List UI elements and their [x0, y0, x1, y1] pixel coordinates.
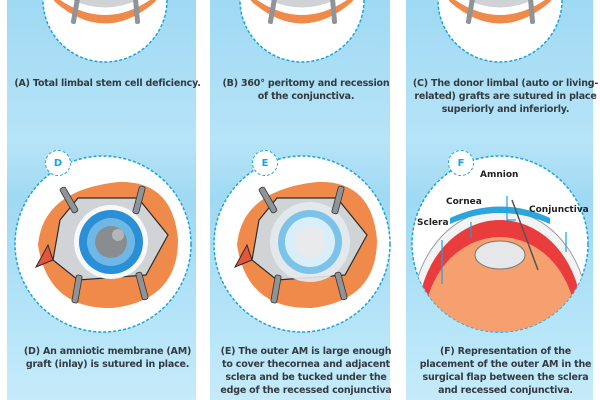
panel-e-speculum-br: [334, 271, 348, 301]
panel-f-label-amnion: Amnion: [480, 170, 519, 180]
panel-a-speculum-right: [133, 0, 141, 24]
panel-a-illustration: [42, 0, 168, 63]
panel-d-badge: D: [45, 150, 71, 176]
panel-e-illustration: [213, 155, 391, 333]
panel-f-amnion-layer: [450, 206, 550, 224]
panel-c-speculum-left: [465, 0, 475, 24]
panel-b-sclera: [269, 0, 335, 8]
panel-e-speculum-tr: [331, 185, 345, 215]
panel-b-caption: (B) 360° peritomy and recession of the c…: [222, 78, 390, 102]
panel-f-label-sclera: Sclera: [417, 218, 449, 228]
panel-f-badge: F: [448, 150, 474, 176]
panel-a-caption: (A) Total limbal stem cell deficiency.: [14, 78, 201, 89]
panel-e-caruncle: [233, 243, 253, 268]
panel-d-illustration: [14, 155, 192, 333]
panel-f-amnion-arrow: [506, 196, 516, 221]
panel-d-highlight: [112, 229, 124, 241]
panel-a-speculum-left: [70, 0, 80, 24]
panel-d-speculum-tl: [59, 186, 79, 214]
panel-d-caption: (D) An amniotic membrane (AM) graft (inl…: [23, 346, 192, 370]
panel-c-eyelid: [448, 0, 552, 24]
panel-b-circle: [239, 0, 365, 63]
panel-c-caption: (C) The donor limbal (auto or living-rel…: [412, 78, 599, 115]
panel-e-caption: (E) The outer AM is large enough to cove…: [220, 346, 392, 396]
panel-a-sclera: [72, 0, 138, 8]
panel-f-vitreous: [424, 237, 576, 332]
panel-b-speculum-right: [330, 0, 338, 24]
panel-b-eyelid: [250, 0, 354, 24]
panel-c-circle: [437, 0, 563, 63]
panel-d-speculum-bl: [71, 274, 83, 304]
panel-c-speculum-right: [528, 0, 536, 24]
panel-a-circle: [42, 0, 168, 63]
panel-f-caption: (F) Representation of the placement of t…: [419, 346, 592, 396]
panel-d-speculum-tr: [132, 185, 146, 215]
panel-f-label-conjunctiva: Conjunctiva: [529, 205, 589, 215]
panel-d-caruncle: [34, 243, 54, 268]
panel-e-speculum-tl: [258, 186, 278, 214]
panel-e-pupil: [294, 226, 326, 258]
panel-b-illustration: [239, 0, 365, 63]
panel-f-label-cornea: Cornea: [446, 197, 482, 207]
panel-f-illustration: [411, 155, 589, 333]
panel-c-illustration: [437, 0, 563, 63]
panel-f-lens: [474, 240, 526, 270]
panel-e-badge: E: [252, 150, 278, 176]
panel-b-speculum-left: [267, 0, 277, 24]
panel-d-speculum-br: [135, 271, 149, 301]
panel-e-speculum-bl: [270, 274, 282, 304]
panel-f-instrument: [511, 199, 539, 271]
panel-c-sclera: [467, 0, 533, 8]
panel-a-eyelid: [53, 0, 157, 24]
